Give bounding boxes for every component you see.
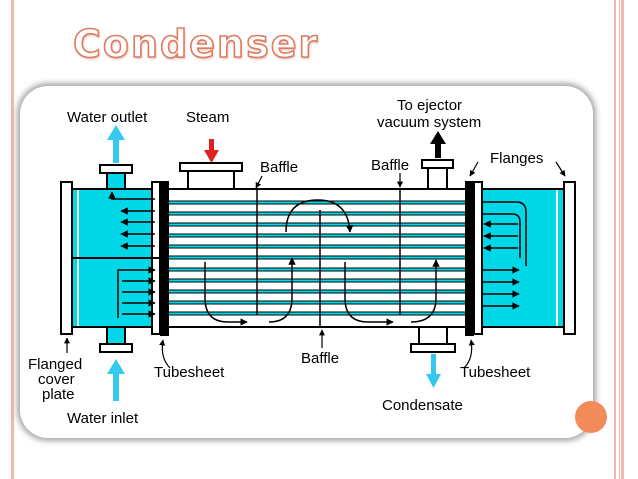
right-cover-plate	[563, 181, 576, 335]
label-baffle-top-right: Baffle	[371, 157, 409, 174]
steam-arrow	[204, 139, 219, 163]
vacuum-arrow	[430, 131, 446, 158]
label-ejector-line2: vacuum system	[377, 114, 481, 131]
decorative-stripe-left	[11, 0, 14, 479]
steam-flow-arrows	[204, 199, 440, 326]
label-flanged-line3: plate	[42, 386, 75, 403]
water-outlet-arrow	[107, 125, 125, 163]
decorative-stripe-right-2	[619, 0, 620, 479]
right-box-flow-arrows	[482, 201, 527, 310]
water-inlet-arrow	[107, 359, 125, 401]
vacuum-nozzle	[421, 159, 454, 190]
decorative-orange-dot	[575, 401, 607, 433]
label-baffle-bottom: Baffle	[301, 350, 339, 367]
condensate-arrow	[426, 354, 441, 388]
left-cover-plate	[60, 181, 73, 335]
left-box-flow-arrows	[108, 191, 156, 318]
decorative-stripe-right-1	[614, 0, 616, 479]
label-ejector-line1: To ejector	[397, 97, 462, 114]
label-steam: Steam	[186, 109, 229, 126]
label-leader-lines	[64, 161, 566, 369]
right-tubesheet	[465, 181, 474, 336]
water-outlet-nozzle	[99, 164, 133, 190]
left-tubesheet	[160, 181, 169, 336]
water-inlet-nozzle	[99, 326, 133, 353]
label-baffle-top-left: Baffle	[260, 159, 298, 176]
label-flanges: Flanges	[490, 150, 543, 167]
condensate-nozzle	[410, 326, 456, 353]
slide-title: Condenser	[72, 21, 320, 67]
label-flanged-line2: cover	[38, 371, 75, 388]
label-flanged-line1: Flanged	[28, 356, 82, 373]
right-flange	[473, 181, 483, 335]
label-water-inlet: Water inlet	[67, 410, 139, 427]
label-water-outlet: Water outlet	[67, 109, 148, 126]
label-condensate: Condensate	[382, 397, 463, 414]
label-tubesheet-left: Tubesheet	[154, 364, 225, 381]
decorative-stripe-right-3	[621, 0, 624, 479]
steam-nozzle	[179, 162, 243, 190]
label-tubesheet-right: Tubesheet	[460, 364, 531, 381]
